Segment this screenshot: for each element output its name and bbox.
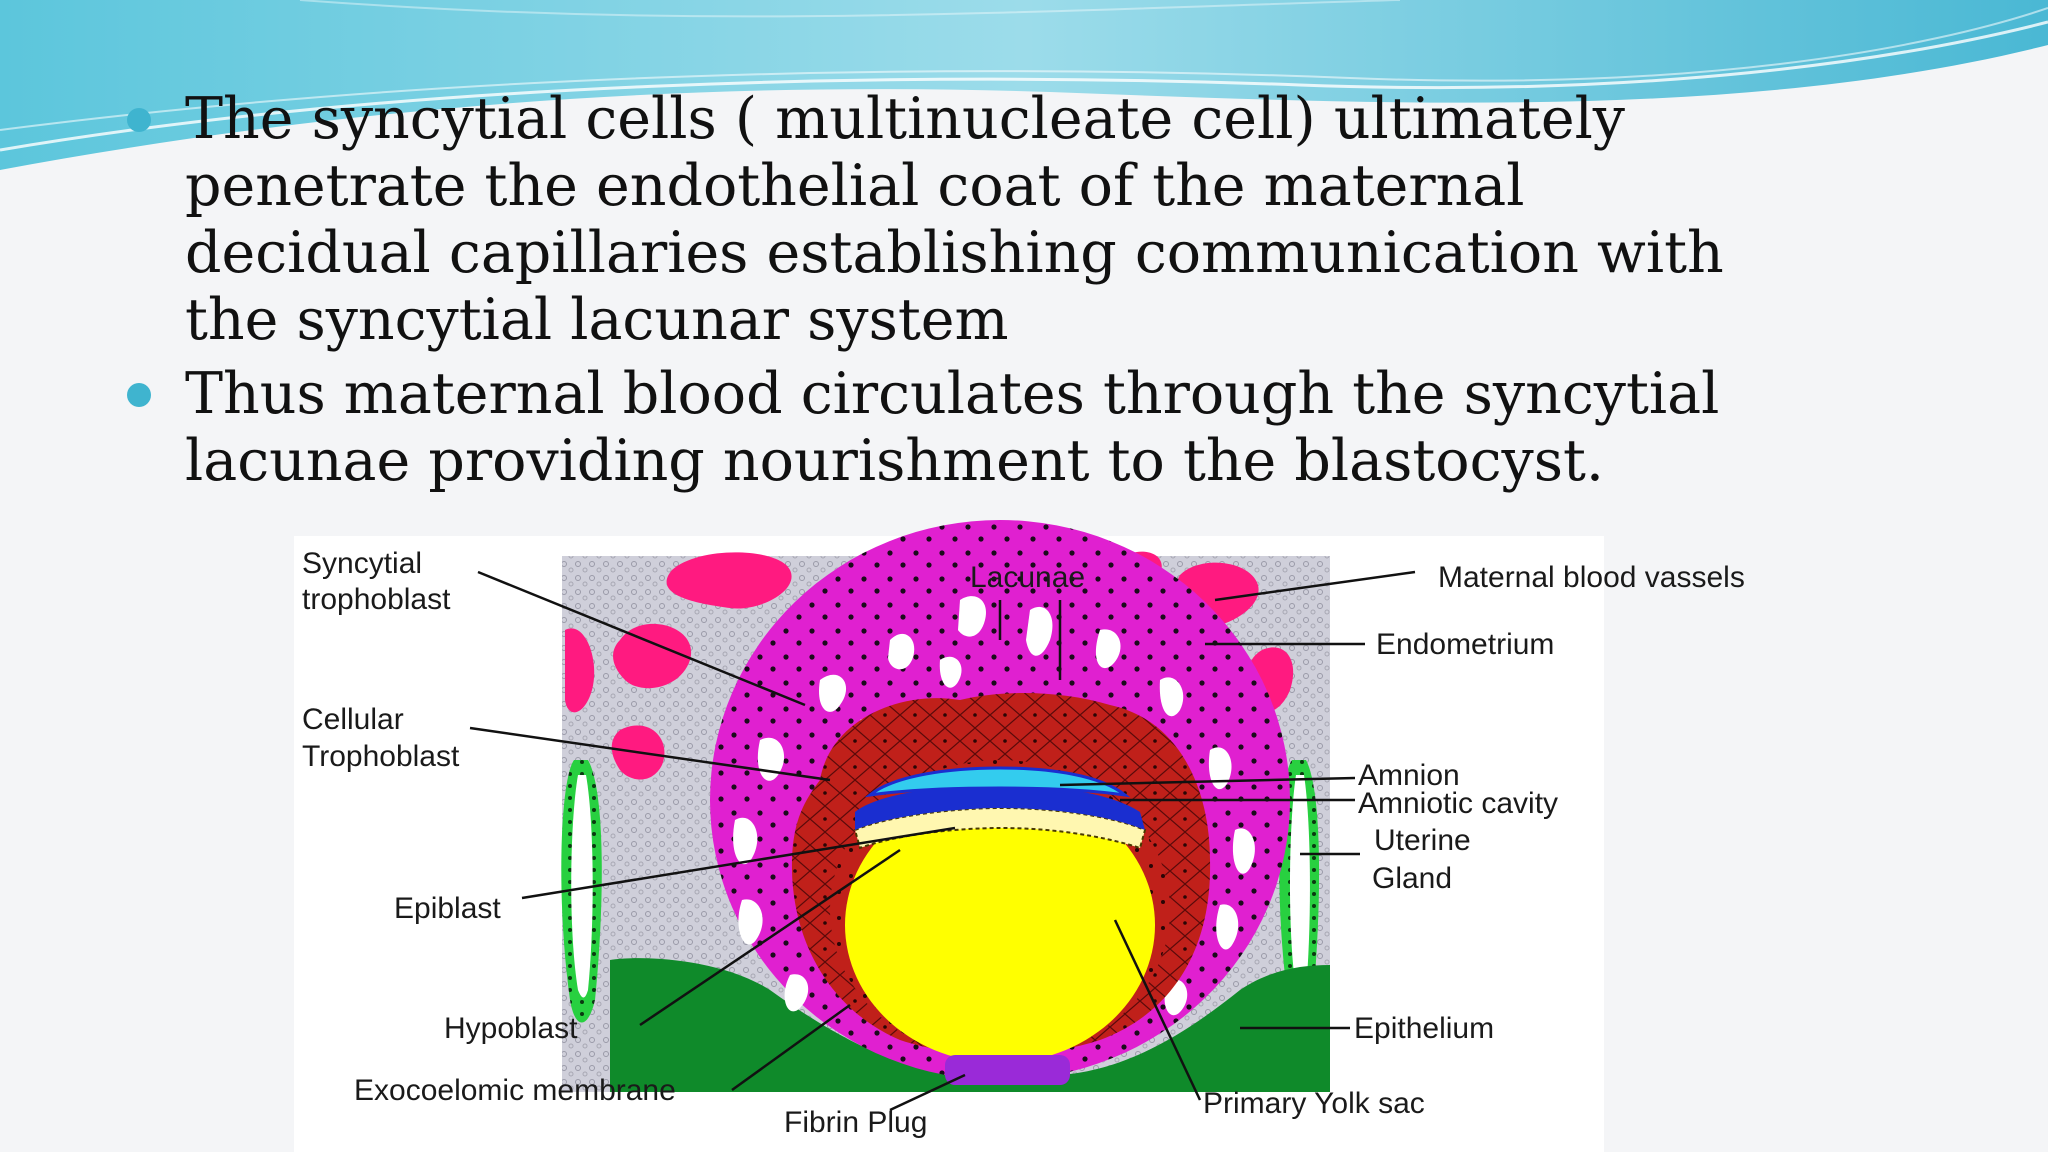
label-amnion: Amnion (1358, 759, 1460, 792)
label-amniotic-cavity: Amniotic cavity (1358, 787, 1558, 820)
bullet-line: Thus maternal blood circulates through t… (185, 361, 1720, 427)
bullet-line: lacunae providing nourishment to the bla… (185, 428, 1604, 494)
bullet-dot-icon (127, 108, 151, 132)
uterine-gland-right (1279, 760, 1320, 1023)
label-maternal-blood-vessels: Maternal blood vassels (1438, 561, 1745, 594)
bullet-list: The syncytial cells ( multinucleate cell… (125, 86, 1985, 495)
bullet-line: penetrate the endothelial coat of the ma… (185, 153, 1525, 219)
label-uterine-gland: Gland (1372, 862, 1452, 895)
bullet-item: The syncytial cells ( multinucleate cell… (125, 86, 1985, 354)
epiblast-layer (855, 785, 1145, 830)
decorative-wave-header (0, 0, 2048, 170)
epithelium-layer (610, 958, 1330, 1092)
label-epithelium: Epithelium (1354, 1012, 1494, 1045)
label-fibrin-plug: Fibrin Plug (784, 1106, 927, 1139)
amniotic-cavity (864, 766, 1131, 798)
bullet-line: the syncytial lacunar system (185, 287, 1009, 353)
bullet-line: The syncytial cells ( multinucleate cell… (185, 86, 1626, 152)
label-lacunae: Lacunae (970, 561, 1085, 594)
label-epiblast: Epiblast (394, 892, 501, 925)
label-syncytial-trophoblast: trophoblast (302, 583, 451, 616)
label-syncytial-trophoblast: Syncytial (302, 547, 422, 580)
primary-yolk-sac (845, 787, 1155, 1063)
label-endometrium: Endometrium (1376, 628, 1554, 661)
bullet-line: decidual capillaries establishing commun… (185, 220, 1724, 286)
diagram-labels: Syncytial trophoblast Lacunae Maternal b… (302, 547, 1745, 1139)
label-uterine-gland: Uterine (1374, 824, 1471, 857)
bullet-dot-icon (127, 383, 151, 407)
fibrin-plug (945, 1055, 1070, 1085)
bullet-item: Thus maternal blood circulates through t… (125, 361, 1985, 495)
pointer-lines (469, 570, 1416, 1112)
label-exocoelomic-membrane: Exocoelomic membrane (354, 1074, 676, 1107)
label-hypoblast: Hypoblast (444, 1012, 578, 1045)
label-primary-yolk-sac: Primary Yolk sac (1203, 1087, 1425, 1120)
label-cellular-trophoblast: Cellular (302, 703, 404, 736)
uterine-gland-left (561, 760, 602, 1023)
label-cellular-trophoblast: Trophoblast (302, 740, 460, 773)
